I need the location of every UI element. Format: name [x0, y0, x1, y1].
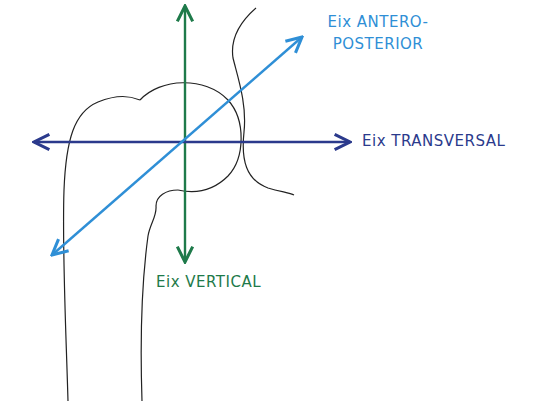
antero-posterior-axis [52, 37, 302, 255]
axis-label: Eix TRANSVERSAL [362, 131, 505, 153]
bone-outline [63, 8, 294, 401]
transversal-axis [34, 141, 350, 143]
axis-label: Eix ANTERO- POSTERIOR [308, 12, 448, 56]
axis-label: Eix VERTICAL [156, 272, 261, 294]
vertical-axis [184, 6, 186, 262]
